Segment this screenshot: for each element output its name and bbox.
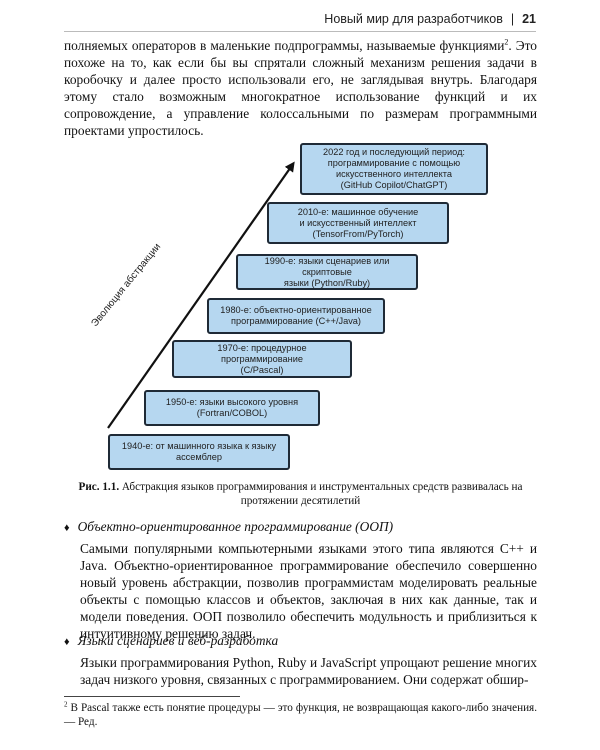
footnote: 2 В Pascal также есть понятие процедуры … <box>64 701 537 729</box>
diamond-bullet-icon: ♦ <box>64 522 70 534</box>
header-separator: | <box>510 12 515 26</box>
header-rule <box>64 31 536 32</box>
bullet-scripting-title: Языки сценариев и веб-разработка <box>77 633 279 648</box>
intro-text-after: . Это похоже на то, как если бы вы спрят… <box>64 38 537 139</box>
step-1950s: 1950-е: языки высокого уровня (Fortran/C… <box>144 390 320 426</box>
running-header: Новый мир для разработчиков | 21 <box>324 12 536 26</box>
step-1970s: 1970-е: процедурное программирование (C/… <box>172 340 352 378</box>
bullet-oop-heading: ♦ Объектно-ориентированное программирован… <box>64 518 393 537</box>
step-2022: 2022 год и последующий период: программи… <box>300 143 488 195</box>
figure-abstraction-evolution: Эволюция абстракции 1940-е: от машинного… <box>64 140 537 480</box>
intro-paragraph: полняемых операторов в маленькие подпрог… <box>64 37 537 140</box>
page-number: 21 <box>522 12 536 26</box>
step-2010s: 2010-е: машинное обучение и искусственны… <box>267 202 449 244</box>
diamond-bullet-icon: ♦ <box>64 636 70 648</box>
step-1980s: 1980-е: объектно-ориентированное програм… <box>207 298 385 334</box>
bullet-scripting-heading: ♦ Языки сценариев и веб-разработка <box>64 632 278 651</box>
footnote-ref: 2 <box>504 37 509 47</box>
section-title: Новый мир для разработчиков <box>324 12 503 26</box>
footnote-rule <box>64 696 240 697</box>
caption-text: Абстракция языков программирования и инс… <box>121 481 523 507</box>
caption-label: Рис. 1.1. <box>78 481 120 493</box>
footnote-text: В Pascal также есть понятие процедуры — … <box>64 702 538 728</box>
footnote-number: 2 <box>64 700 68 709</box>
step-1990s: 1990-е: языки сценариев или скриптовые я… <box>236 254 418 290</box>
figure-caption: Рис. 1.1. Абстракция языков программиров… <box>64 480 537 508</box>
step-1940s: 1940-е: от машинного языка к языку ассем… <box>108 434 290 470</box>
intro-text-before: полняемых операторов в маленькие подпрог… <box>64 38 505 53</box>
evolution-arrow <box>107 161 295 429</box>
bullet-oop-title: Объектно-ориентированное программировани… <box>77 519 394 534</box>
bullet-oop-body: Самыми популярными компьютерными языками… <box>80 541 537 642</box>
bullet-scripting-body: Языки программирования Python, Ruby и Ja… <box>80 655 537 688</box>
